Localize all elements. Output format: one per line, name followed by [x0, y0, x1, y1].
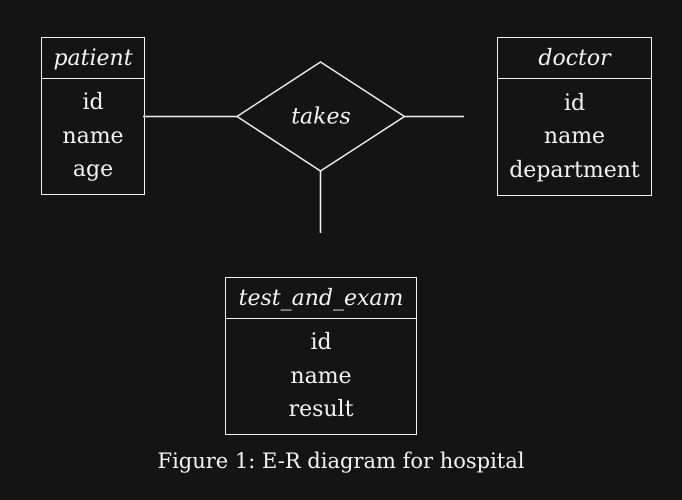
attribute-row: department: [509, 157, 640, 183]
entity-test-and-exam: test_and_exam id name result: [225, 277, 417, 435]
attribute-row: id: [82, 90, 104, 116]
entity-test-and-exam-title: test_and_exam: [226, 278, 416, 319]
attribute-row: id: [563, 90, 586, 116]
attribute-row: name: [290, 363, 352, 389]
attribute-row: result: [288, 396, 354, 422]
entity-patient-title: patient: [42, 38, 144, 79]
entity-patient-attributes: id name age: [42, 79, 144, 194]
attribute-row: name: [62, 123, 124, 149]
figure-caption: Figure 1: E-R diagram for hospital: [157, 449, 525, 473]
attribute-row: id: [310, 330, 332, 356]
entity-doctor-attributes: id name department: [498, 79, 651, 195]
attribute-row: age: [72, 156, 114, 182]
relationship-label: takes: [291, 104, 351, 130]
entity-test-and-exam-attributes: id name result: [226, 319, 416, 434]
attribute-row: name: [543, 124, 606, 149]
entity-doctor-title: doctor: [498, 38, 651, 79]
entity-patient: patient id name age: [41, 37, 145, 195]
entity-doctor: doctor id name department: [497, 37, 652, 196]
